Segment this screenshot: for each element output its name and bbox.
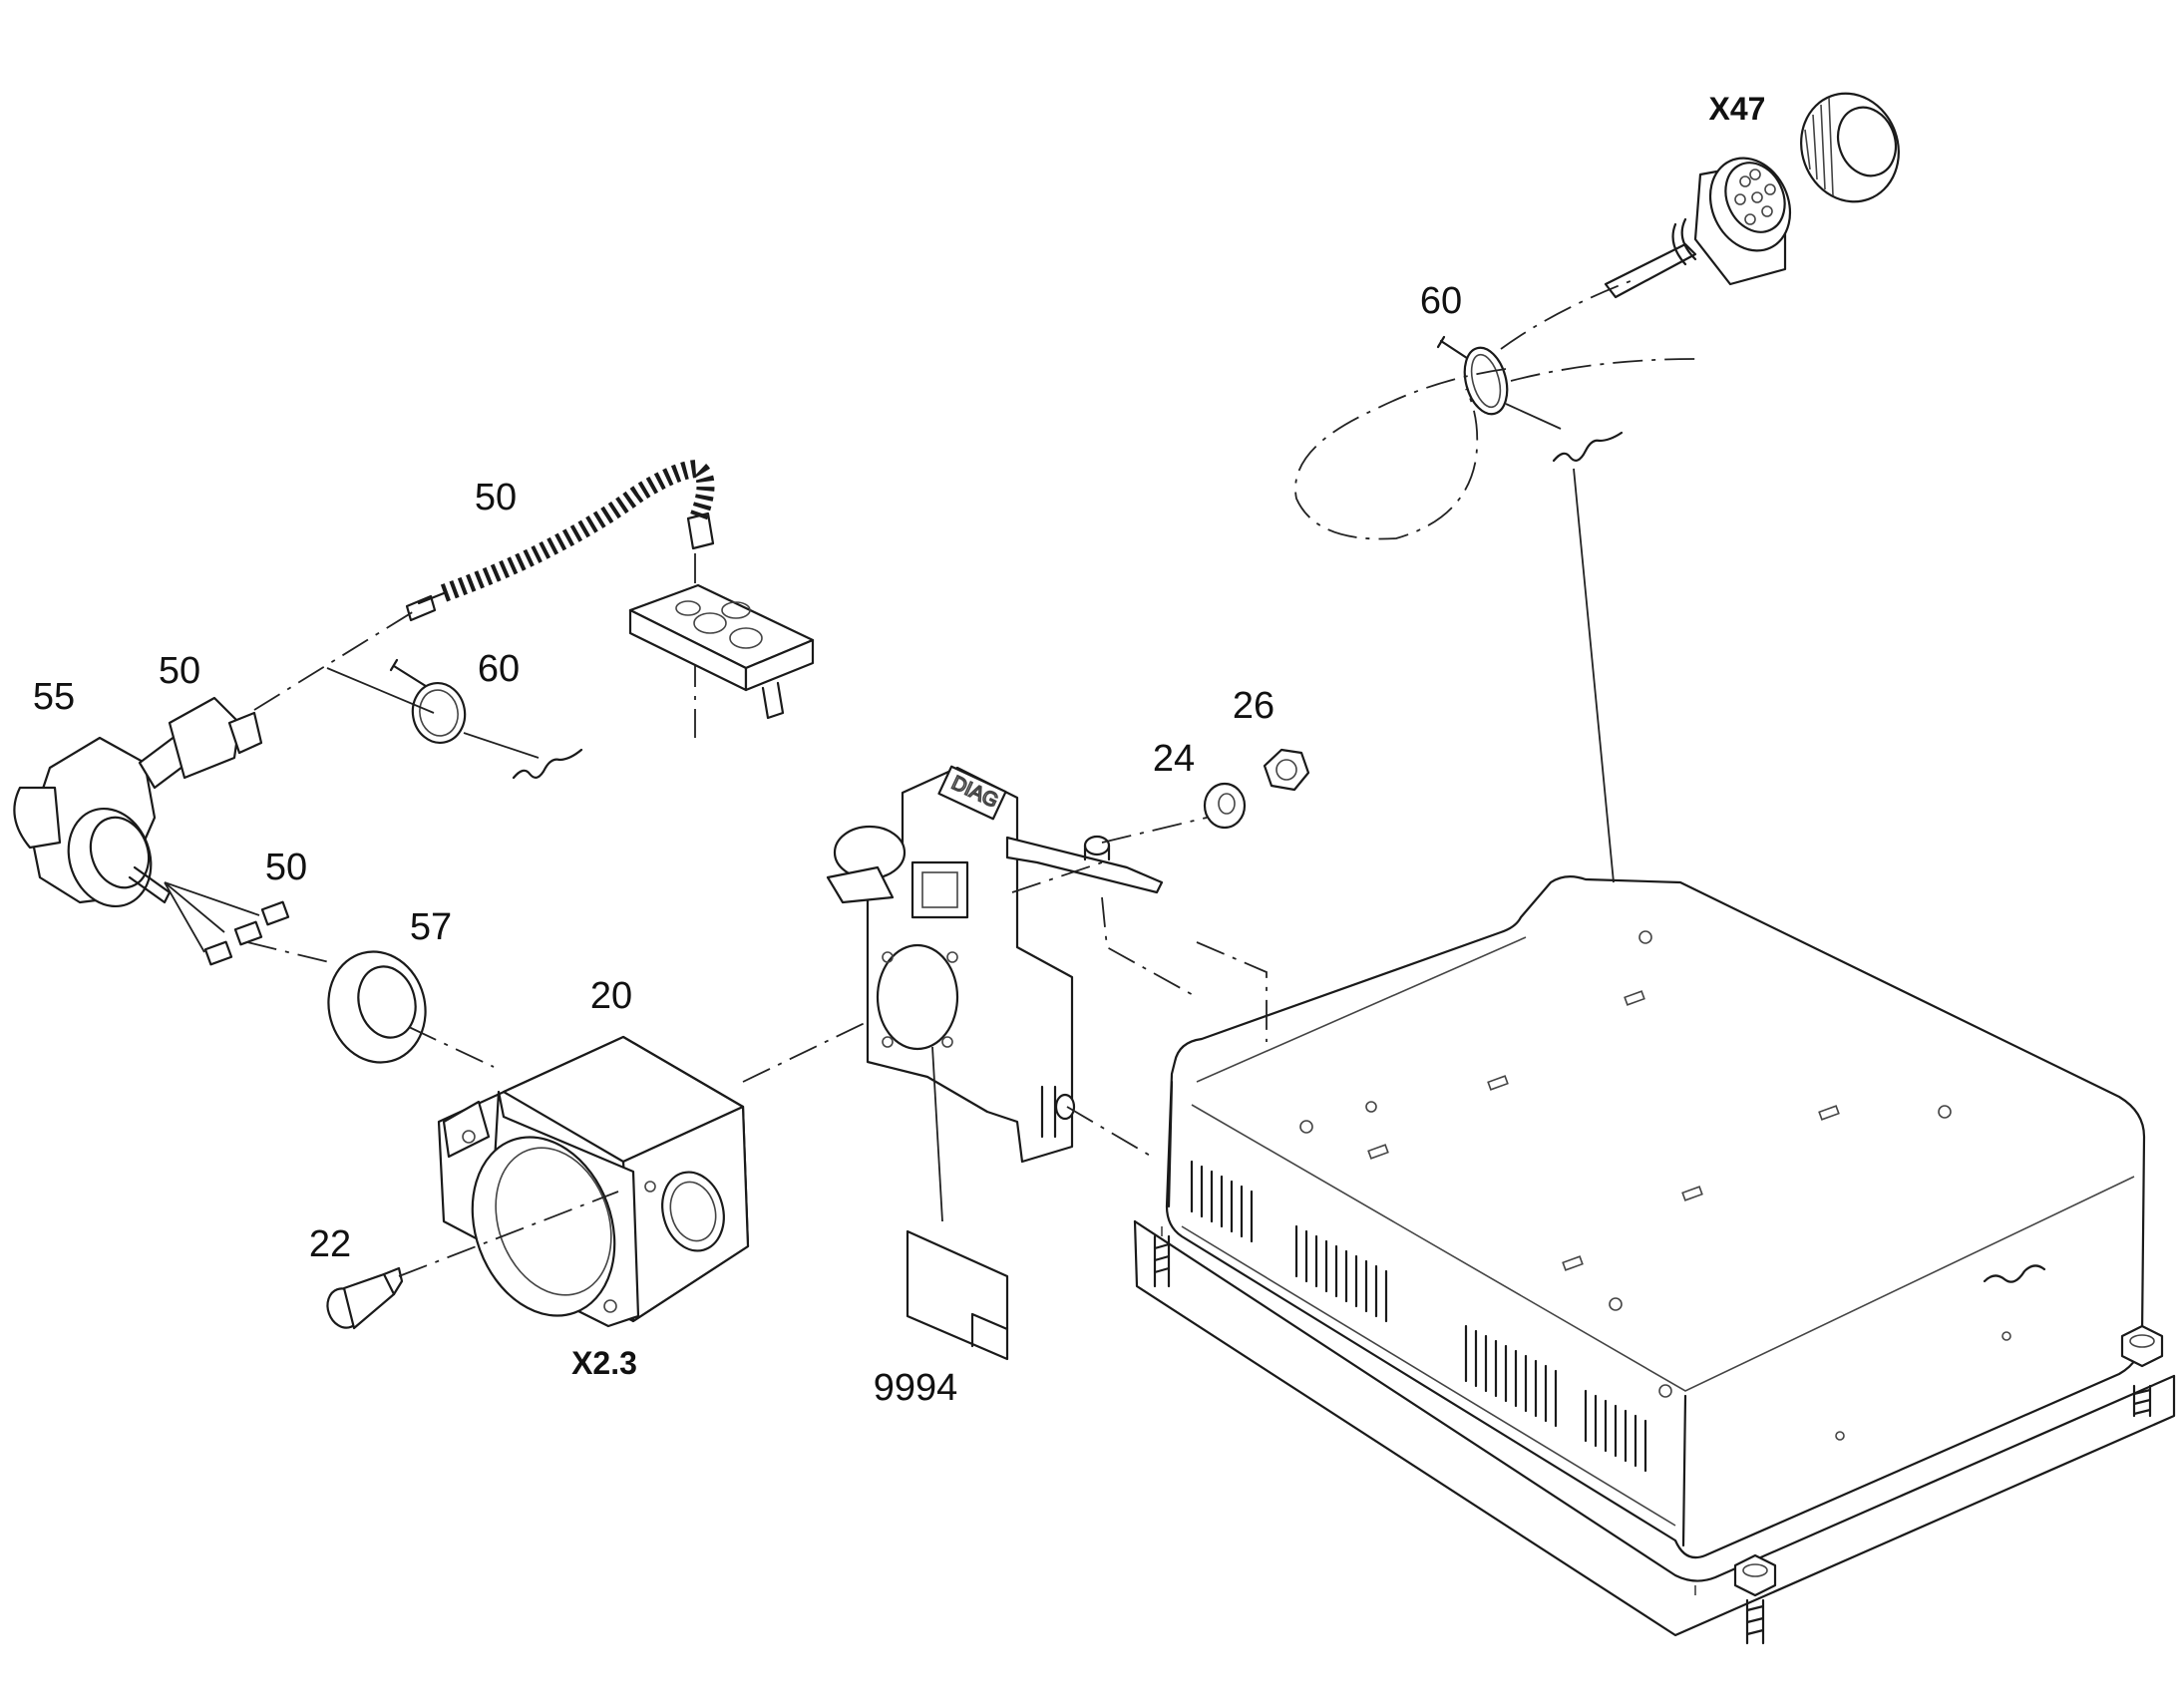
hex-bolt-icon — [1733, 1553, 1777, 1645]
cable-clip-top — [1436, 335, 1509, 416]
socket-housing — [437, 1035, 750, 1328]
label-9994: 9994 — [874, 1367, 958, 1409]
label-50-hose: 50 — [475, 477, 517, 518]
label-26: 26 — [1233, 685, 1274, 727]
label-50-pins: 50 — [265, 847, 307, 888]
label-x2-3: X2.3 — [571, 1345, 637, 1381]
label-card — [906, 1229, 1009, 1361]
control-unit-housing — [1133, 875, 2176, 1645]
label-60-clip: 60 — [478, 648, 520, 690]
hex-nut — [1263, 748, 1310, 792]
label-57: 57 — [410, 906, 452, 948]
connector-x47 — [1604, 92, 1900, 299]
cable-clip-left — [389, 658, 467, 744]
hex-bolt-icon — [1153, 1234, 1171, 1288]
spiral-hose — [405, 459, 715, 622]
label-50-gland: 50 — [159, 650, 200, 692]
label-60-top: 60 — [1420, 280, 1462, 322]
lock-nut — [327, 950, 427, 1064]
washer — [1203, 782, 1247, 830]
elbow-connector — [13, 696, 263, 908]
hex-bolt-icon — [2120, 1324, 2164, 1418]
label-20: 20 — [590, 975, 632, 1017]
mounting-bracket: DIAG — [826, 765, 1164, 1164]
contact-pins — [203, 900, 290, 966]
terminal-block — [628, 583, 815, 720]
label-55: 55 — [33, 676, 75, 718]
label-24: 24 — [1153, 738, 1195, 780]
label-x47: X47 — [1709, 91, 1766, 127]
cap-screw — [326, 1266, 404, 1330]
label-22: 22 — [309, 1223, 351, 1265]
